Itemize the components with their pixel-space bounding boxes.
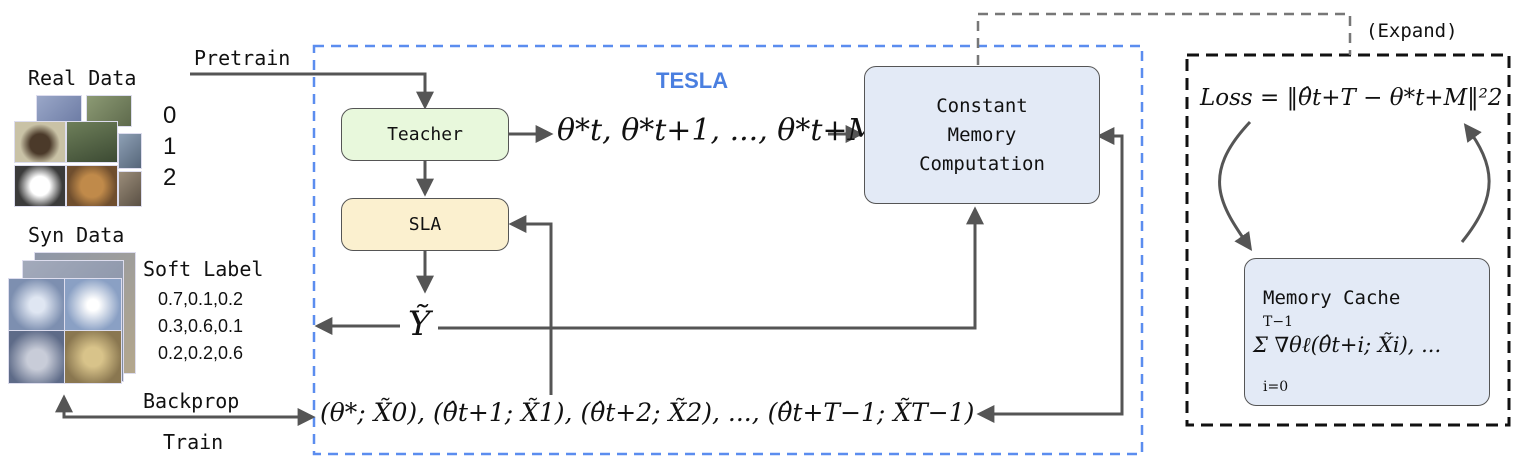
theta-sequence-text: θ*t, θ*t+1, ..., θ*t+M [557, 113, 879, 148]
class-label-0: 0 [163, 102, 177, 129]
syn-data-images [8, 252, 138, 386]
bottom-sequence-text: (θ*; X̃0), (θ̂t+1; X̃1), (θ̂t+2; X̃2), .… [320, 398, 975, 427]
train-label: Train [163, 430, 224, 454]
teacher-label: Teacher [387, 124, 463, 145]
constant-sequence-loop [976, 127, 1124, 423]
tesla-region [312, 44, 1144, 456]
soft-label-row-0: 0.7,0.1,0.2 [158, 289, 244, 309]
pretrain-label: Pretrain [194, 46, 291, 70]
teacher-box: Teacher [341, 108, 509, 161]
soft-label-row-1: 0.3,0.6,0.1 [158, 316, 244, 336]
syn-data-title: Syn Data [28, 223, 125, 247]
loss-to-cache-arrow [1218, 120, 1253, 251]
loss-formula: Loss = ‖θ̂t+T − θ*t+M‖²2 [1200, 85, 1503, 111]
sla-box: SLA [341, 198, 509, 251]
memory-cache-box: Memory Cache T−1 Σ ∇θℓ(θ̂t+i; X̃i), ... … [1244, 258, 1490, 406]
cache-to-loss-arrow [1460, 123, 1491, 243]
expand-region [1185, 53, 1511, 427]
expand-label: (Expand) [1366, 20, 1458, 42]
constant-memory-line-2: Memory [947, 123, 1017, 146]
backprop-label: Backprop [143, 389, 240, 413]
y-tilde: Ỹ [408, 304, 431, 344]
expand-connector [976, 12, 1352, 65]
real-data-title: Real Data [28, 66, 137, 90]
class-label-1: 1 [163, 133, 177, 160]
tesla-label: TESLA [656, 68, 729, 93]
real-data-classes: 0 1 2 [163, 100, 176, 193]
memory-cache-title: Memory Cache [1263, 287, 1401, 309]
soft-label-values: 0.7,0.1,0.2 0.3,0.6,0.1 0.2,0.2,0.6 [158, 286, 243, 367]
soft-label-title: Soft Label [143, 257, 264, 281]
class-label-2: 2 [163, 164, 177, 191]
soft-label-row-2: 0.2,0.2,0.6 [158, 343, 244, 363]
sla-label: SLA [408, 214, 442, 235]
memory-cache-formula: Σ ∇θℓ(θ̂t+i; X̃i), ... [1253, 333, 1442, 357]
backprop-train-arrow [55, 394, 316, 426]
constant-memory-box: Constant Memory Computation [864, 66, 1100, 204]
ytilde-to-constant-arrow [438, 206, 984, 330]
real-data-images [14, 95, 146, 210]
sequence-to-sla-arrow [508, 215, 553, 395]
pretrain-arrow [190, 72, 434, 110]
theta-sequence: θ*t, θ*t+1, ..., θ*t+M [557, 113, 878, 148]
sum-lower-limit: i=0 [1263, 379, 1289, 395]
sum-upper-limit: T−1 [1263, 314, 1293, 330]
bottom-sequence: (θ*; X̃0), (θ̂t+1; X̃1), (θ̂t+2; X̃2), .… [320, 398, 974, 427]
constant-memory-line-1: Constant [936, 94, 1028, 117]
constant-memory-line-3: Computation [919, 152, 1045, 175]
